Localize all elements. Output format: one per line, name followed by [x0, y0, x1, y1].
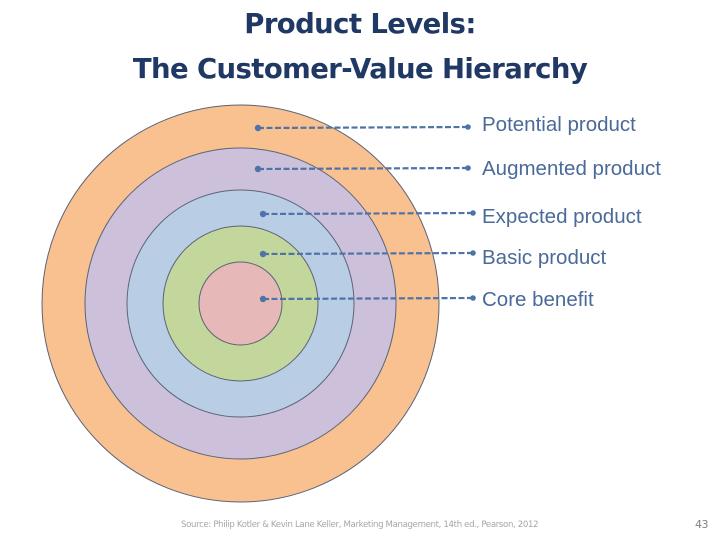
label-basic-product: Basic product	[482, 246, 607, 269]
label-potential-product: Potential product	[482, 113, 636, 136]
leader-start-dot-icon	[259, 210, 267, 218]
ring-core-benefit	[198, 261, 283, 346]
leader-start-dot-icon	[259, 295, 267, 303]
leader-potential-product	[254, 124, 471, 132]
source-citation: Source: Philip Kotler & Kevin Lane Kelle…	[181, 520, 539, 530]
leader-end-dot-icon	[470, 210, 476, 216]
leader-expected-product	[259, 210, 476, 218]
label-augmented-product: Augmented product	[482, 157, 661, 180]
leader-augmented-product	[254, 165, 471, 173]
leader-start-dot-icon	[254, 165, 262, 173]
leader-line	[257, 166, 469, 171]
leader-end-dot-icon	[470, 250, 476, 256]
concentric-rings	[41, 104, 440, 503]
page-number: 43	[695, 518, 709, 531]
label-core-benefit: Core benefit	[482, 288, 594, 311]
leader-end-dot-icon	[470, 295, 476, 301]
title-line-1: Product Levels:	[244, 8, 476, 40]
leader-start-dot-icon	[259, 250, 267, 258]
label-expected-product: Expected product	[482, 205, 642, 228]
leader-line	[262, 211, 474, 216]
leader-start-dot-icon	[254, 124, 262, 132]
leader-basic-product	[259, 250, 476, 258]
leader-lines	[254, 124, 476, 303]
leader-core-benefit	[259, 295, 476, 303]
leader-line	[262, 251, 474, 256]
leader-line	[257, 125, 469, 130]
leader-end-dot-icon	[465, 124, 471, 130]
title-line-2: The Customer-Value Hierarchy	[132, 53, 588, 85]
leader-end-dot-icon	[465, 165, 471, 171]
leader-line	[262, 296, 474, 301]
slide-title: Product Levels: The Customer-Value Hiera…	[0, 2, 720, 92]
